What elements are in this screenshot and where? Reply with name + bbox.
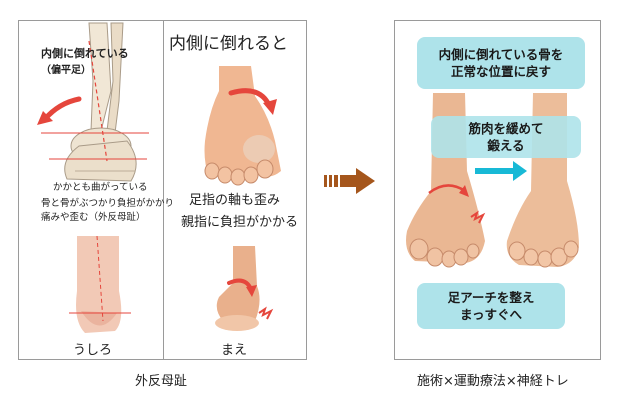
pain-spark-icon bbox=[258, 306, 274, 320]
inward-tilt-arrow bbox=[42, 96, 82, 122]
bubble-realign-bones: 内側に倒れている骨を 正常な位置に戻す bbox=[417, 37, 585, 89]
label-big-toe: 親指に負担がかかる bbox=[181, 215, 299, 230]
label-front-view: まえ bbox=[221, 343, 248, 358]
bubble-arch-line2: まっすぐへ bbox=[459, 307, 522, 322]
bubble-loosen-strengthen: 筋肉を緩めて 鍛える bbox=[431, 116, 581, 158]
label-axis: 足指の軸も歪み bbox=[189, 193, 281, 208]
label-inward: 内側に倒れている bbox=[41, 47, 129, 60]
label-heel-bent: かかとも曲がっている bbox=[53, 182, 148, 193]
bunion-foot-illustration bbox=[204, 66, 281, 186]
label-bone-collide-2: 痛みや歪む（外反母趾） bbox=[41, 212, 146, 223]
pain-spark-icon bbox=[470, 210, 486, 224]
axis-line bbox=[88, 40, 108, 162]
front-view-foot-illustration bbox=[215, 246, 260, 331]
leg-axis-line bbox=[96, 235, 104, 322]
bubble-arch-line1: 足アーチを整え bbox=[447, 290, 535, 305]
left-illustrations bbox=[37, 22, 281, 333]
back-view-foot-illustration bbox=[76, 236, 122, 333]
improvement-arrow-head bbox=[513, 161, 527, 181]
caption-treatment: 施術×運動療法×神経トレ bbox=[417, 374, 569, 389]
hallux-valgus-panel: 内側に倒れている （偏平足） かかとも曲がっている 骨と骨がぶつかり負担がかかり… bbox=[18, 20, 307, 360]
bubble-realign-line2: 正常な位置に戻す bbox=[450, 64, 551, 79]
label-back-view: うしろ bbox=[73, 343, 113, 358]
caption-hallux-valgus: 外反母趾 bbox=[135, 374, 188, 389]
label-bone-collide-1: 骨と骨がぶつかり負担がかかり bbox=[41, 198, 175, 209]
bubble-arch-align: 足アーチを整え まっすぐへ bbox=[417, 283, 565, 329]
label-flatfoot: （偏平足） bbox=[41, 65, 91, 76]
bubble-loosen-line1: 筋肉を緩めて bbox=[468, 121, 544, 136]
bubble-loosen-line2: 鍛える bbox=[487, 138, 525, 153]
bubble-realign-line1: 内側に倒れている骨を bbox=[438, 47, 564, 62]
treatment-panel: 内側に倒れている骨を 正常な位置に戻す 筋肉を緩めて 鍛える 足アーチを整え ま… bbox=[394, 20, 601, 360]
panel-divider bbox=[163, 21, 164, 359]
middle-title: 内側に倒れると bbox=[169, 34, 288, 54]
improvement-arrow-shaft bbox=[475, 168, 515, 174]
leg-bones-illustration bbox=[64, 22, 137, 182]
